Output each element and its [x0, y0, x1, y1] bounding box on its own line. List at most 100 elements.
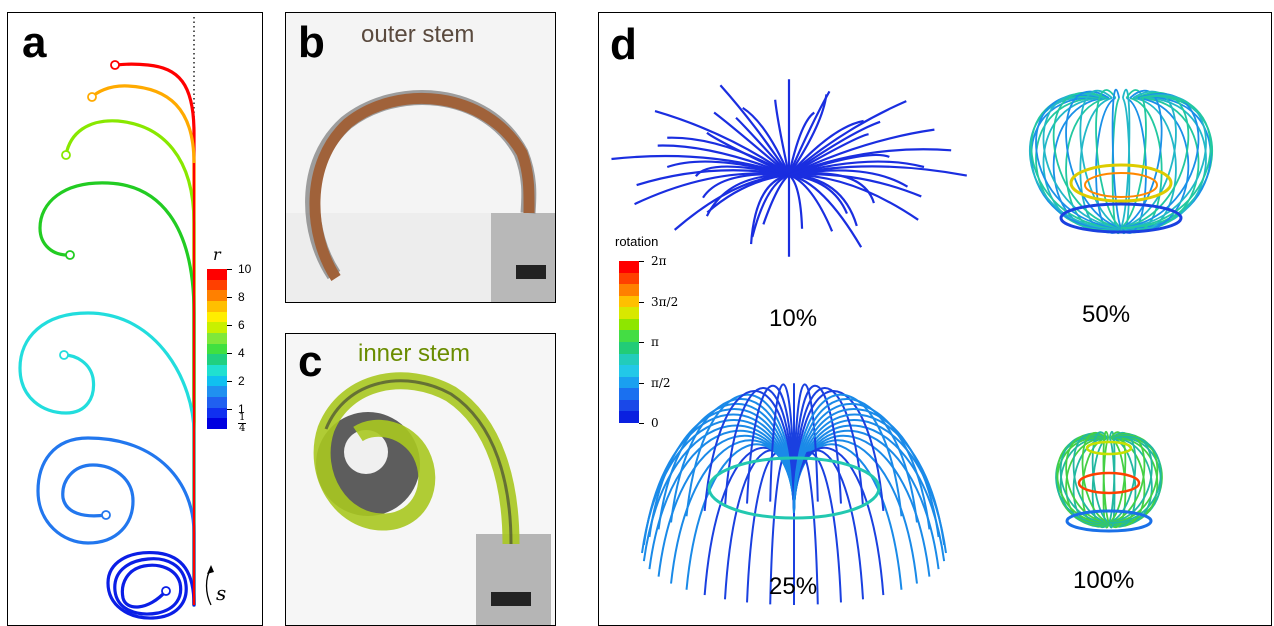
strand-10 [788, 173, 834, 232]
hook-curves [18, 17, 214, 620]
strand-10 [788, 119, 864, 176]
strand-10 [788, 174, 804, 229]
colorbar-rotation-tick-label: 3π/2 [651, 294, 679, 309]
panel-b-title: outer stem [361, 21, 475, 48]
core-ring-100 [1077, 471, 1141, 495]
panel-label-c: c [298, 337, 323, 386]
strand-50 [1111, 88, 1122, 229]
curve-r6 [64, 119, 196, 607]
strand-10 [667, 136, 790, 176]
colorbar-r-tick-mark [227, 325, 232, 326]
colorbar-rotation-tick-label: π [651, 335, 659, 349]
curve-r8-tip [87, 92, 97, 102]
strand-100 [1081, 431, 1110, 524]
colorbar-rotation-swatch [619, 261, 639, 274]
colorbar-rotation-tick-label: 0 [651, 416, 659, 430]
colorbar-rotation-swatch [619, 376, 639, 389]
colorbar-rotation-swatch [619, 307, 639, 320]
support-block [476, 534, 551, 625]
colorbar-rotation-tick-mark [639, 382, 644, 384]
arc-length-arrow [205, 567, 212, 606]
curve-r10 [113, 62, 196, 607]
curve-r1 [36, 436, 196, 607]
strand-50 [1030, 96, 1122, 230]
strand-50 [1120, 89, 1163, 229]
strand-100 [1108, 430, 1116, 524]
panel-b: b outer stem [285, 12, 556, 303]
colorbar-r-tick-mark [227, 353, 232, 354]
colorbar-rotation-tick-mark [639, 423, 644, 424]
colorbar-r-swatch [207, 279, 227, 291]
support-slot [491, 592, 531, 606]
curve-r-quarter [106, 550, 196, 620]
colorbar-r-tick-label: 2 [238, 374, 245, 388]
snapshot-label-25: 25% [769, 573, 818, 600]
colorbar-r-tick-mark [227, 269, 232, 270]
panel-label-a: a [22, 18, 47, 67]
colorbar-rotation-swatch [619, 318, 639, 331]
colorbar-r-swatch [207, 311, 227, 323]
strand-50 [1065, 90, 1122, 229]
colorbar-r-swatch [207, 375, 227, 387]
colorbar-r-swatch [207, 407, 227, 419]
colorbar-r-swatch [207, 354, 227, 366]
strand-10 [742, 106, 791, 176]
strand-100 [1102, 430, 1110, 524]
colorbar-rotation-title: rotation [615, 234, 659, 249]
strand-10 [611, 154, 790, 177]
curve-r8 [90, 84, 196, 607]
curve-r-quarter-tip [161, 586, 171, 596]
strand-10 [788, 128, 935, 176]
strand-100 [1108, 437, 1127, 528]
strand-100 [1108, 437, 1116, 529]
colorbar-r-swatch [207, 333, 227, 345]
colorbar-rotation-tick-mark [639, 261, 644, 262]
strand-50 [1120, 89, 1147, 229]
colorbar-r-swatch [207, 386, 227, 398]
strand-100 [1108, 435, 1162, 524]
colorbar-rotation-tick-mark [639, 301, 644, 303]
curve-r4-tip [65, 250, 75, 260]
panel-label-d: d [610, 20, 637, 69]
colorbar-r-swatch [207, 269, 227, 281]
arc-length-label: s [216, 581, 227, 605]
strand-50 [1120, 95, 1212, 229]
colorbar-rotation-swatch [619, 411, 639, 424]
inner-stem-photo [313, 372, 551, 625]
curve-r6-tip [61, 150, 71, 160]
strand-50 [1120, 96, 1212, 230]
strand-10 [657, 144, 790, 177]
colorbar-r-tick-label: 6 [238, 318, 245, 332]
strand-10 [654, 110, 790, 176]
colorbar-rotation-swatch [619, 272, 639, 285]
strand-50 [1079, 89, 1122, 229]
colorbar-rotation-tick-label: π/2 [651, 375, 671, 390]
strand-10 [636, 169, 790, 187]
colorbar-rotation-swatch [619, 399, 639, 412]
strand-100 [1108, 437, 1137, 528]
strand-100 [1091, 431, 1110, 524]
base-ring-50 [1059, 202, 1183, 234]
colorbar-r-tick-label: 4 [238, 346, 245, 360]
strand-100 [1102, 437, 1110, 529]
colorbar-r-tick-mark [227, 409, 232, 410]
strand-snapshots [611, 79, 1214, 605]
strand-25 [793, 413, 946, 546]
outer-stem-photo [286, 90, 555, 302]
curve-r10-tip [110, 60, 120, 70]
colorbar-r-swatch [207, 397, 227, 409]
panel-label-b: b [298, 18, 325, 67]
inner-ring-50 [1069, 163, 1173, 203]
strand-10 [788, 94, 828, 176]
arc-length-arrowhead [207, 565, 214, 574]
colorbar-r-tick-mark [227, 297, 232, 298]
strand-10 [719, 84, 790, 176]
curve-r2 [18, 311, 196, 607]
strand-50 [1120, 88, 1131, 229]
ring-25 [707, 456, 881, 520]
strand-10 [788, 120, 881, 176]
colorbar-rotation-swatch [619, 295, 639, 308]
stem-edge [324, 379, 513, 545]
